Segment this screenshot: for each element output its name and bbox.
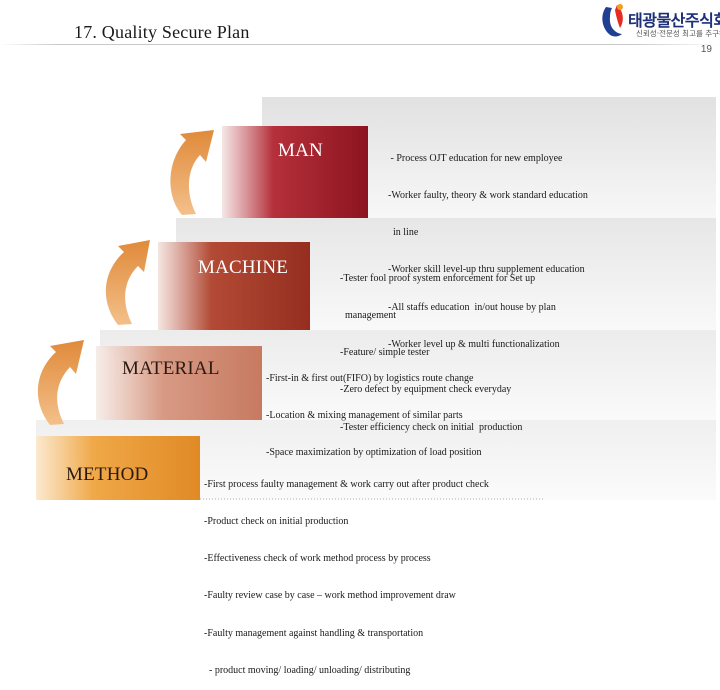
description-line: -First-in & first out(FIFO) by logistics…: [266, 372, 474, 384]
man-panel: [222, 126, 368, 218]
description-line: -First process faulty management & work …: [204, 478, 489, 490]
logo-company-name: 태광물산주식회사: [628, 11, 720, 30]
description-line: -Effectiveness check of work method proc…: [204, 553, 431, 565]
description-line: -Faulty management against handling & tr…: [204, 627, 424, 639]
quality-plan-diagram: [36, 97, 716, 500]
company-logo: 태광물산주식회사 신뢰성·전문성 최고를 추구하는 기업: [598, 2, 720, 42]
description-line: - product moving/ loading/ unloading/ di…: [204, 664, 411, 676]
material-panel: [96, 346, 262, 420]
curved-arrow-icon: [170, 130, 214, 215]
description-line: -Tester fool proof system enforcement fo…: [340, 272, 536, 284]
curved-arrow-icon: [37, 340, 84, 425]
method-label: METHOD: [66, 464, 149, 485]
description-line: -Worker faulty, theory & work standard e…: [388, 190, 588, 202]
description-line: -Faulty review case by case – work metho…: [204, 590, 456, 602]
machine-description: -Tester fool proof system enforcement fo…: [340, 248, 535, 447]
page-title: 17. Quality Secure Plan: [74, 22, 250, 42]
description-line: -Worker skill level-up thru supplement e…: [388, 264, 585, 276]
logo-tagline: 신뢰성·전문성 최고를 추구하는 기업: [636, 29, 720, 38]
man-step-plane: [262, 97, 716, 218]
material-description: -First-in & first out(FIFO) by logistics…: [266, 348, 482, 472]
description-line: -Feature/ simple tester: [340, 347, 430, 359]
material-label: MATERIAL: [122, 358, 220, 379]
description-line: -Space maximization by optimization of l…: [266, 447, 482, 459]
description-line: -Location & mixing management of similar…: [266, 410, 463, 422]
description-line: in line: [388, 227, 419, 239]
machine-label: MACHINE: [198, 257, 289, 278]
description-line: -All staffs education in/out house by pl…: [388, 301, 556, 313]
man-description: - Process OJT education for new employee…: [388, 128, 588, 364]
method-step-plane: [36, 420, 716, 500]
machine-panel: [158, 242, 310, 330]
description-line: -Zero defect by equipment check everyday: [340, 384, 512, 396]
description-line: management: [340, 310, 397, 322]
description-line: -Worker level up & multi functionalizati…: [388, 338, 560, 350]
machine-step-plane: [176, 218, 716, 330]
title-divider: [0, 44, 720, 45]
man-label: MAN: [278, 140, 323, 161]
page-number: 19: [700, 44, 712, 55]
description-line: - Process OJT education for new employee: [388, 152, 563, 164]
method-panel: [36, 436, 200, 500]
description-line: -Product check on initial production: [204, 516, 349, 528]
logo-emblem-icon: [602, 4, 623, 37]
curved-arrow-icon: [105, 240, 150, 325]
description-line: -Tester efficiency check on initial prod…: [340, 421, 523, 433]
method-description: -First process faulty management & work …: [204, 454, 489, 690]
